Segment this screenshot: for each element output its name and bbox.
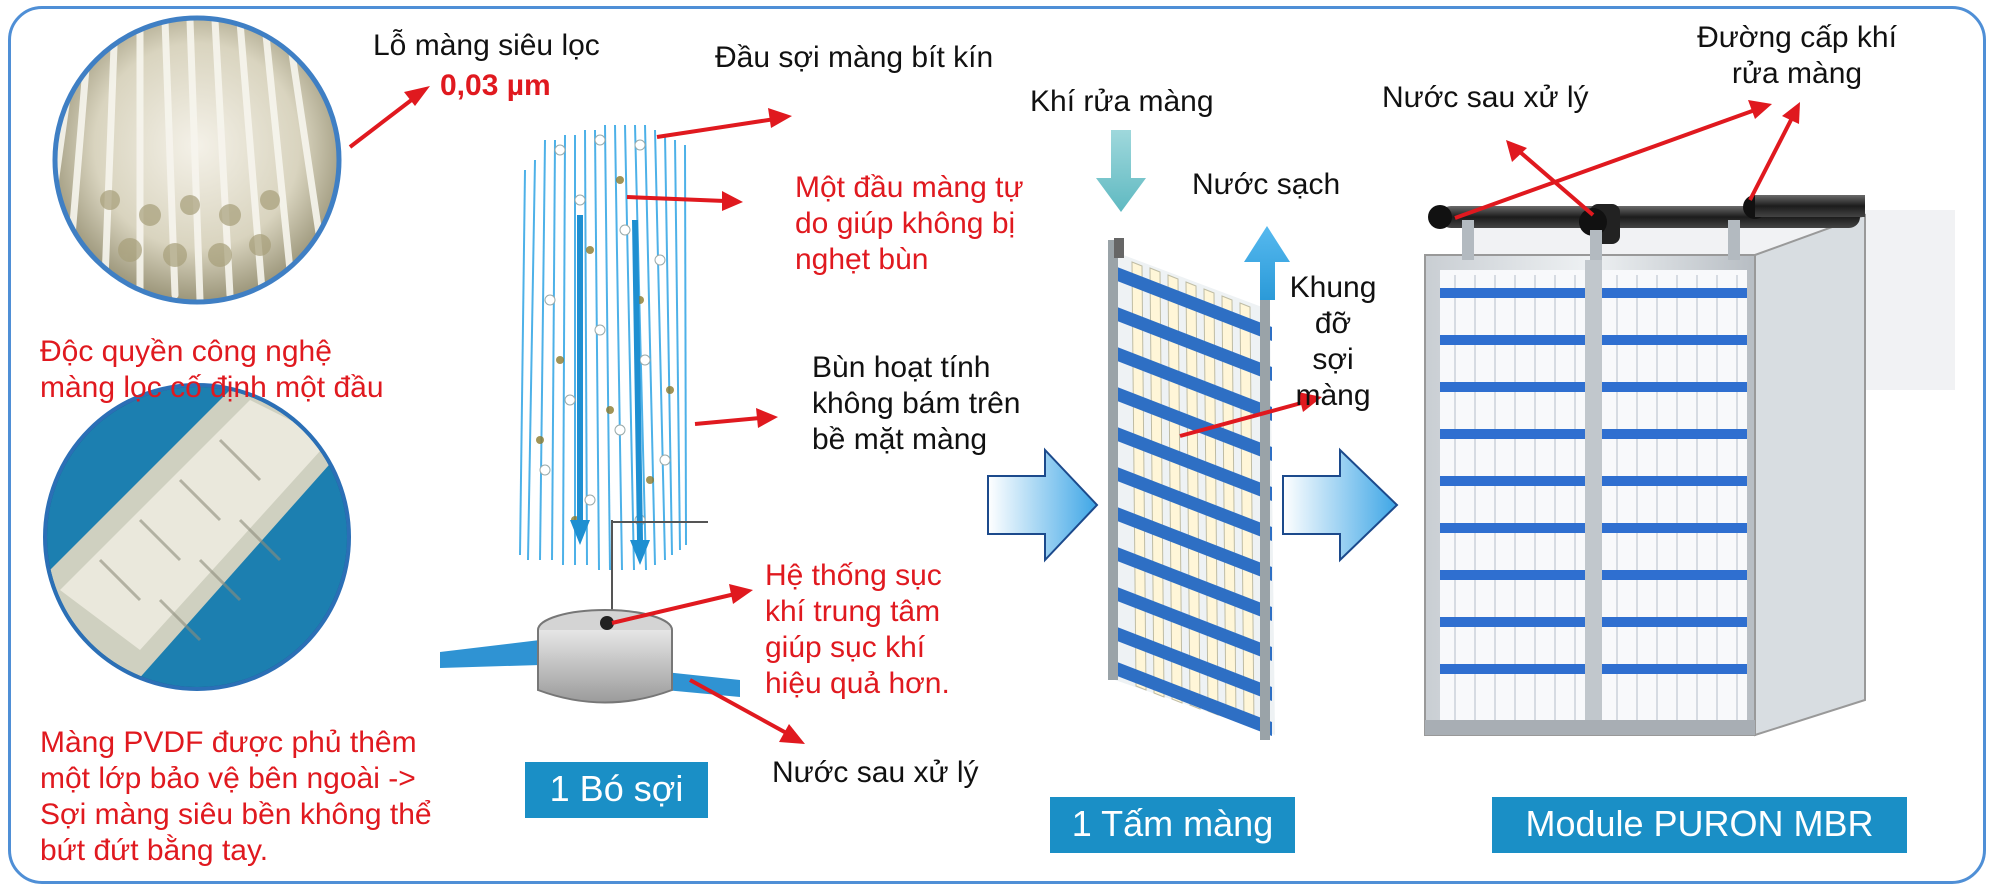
rounded-frame <box>8 6 1986 884</box>
membrane-sheet-illustration <box>1108 238 1275 740</box>
module-caption-box: Module PURON MBR <box>1492 797 1907 853</box>
red-callout-arrows <box>348 86 1800 744</box>
frame-label: Khung đỡ sợi màng <box>1289 271 1377 412</box>
scour-air-arrow <box>1096 130 1146 212</box>
puron-module-illustration <box>1424 195 1955 737</box>
clean-water-label: Nước sạch <box>1192 168 1341 201</box>
flow-arrow-1 <box>987 447 1099 563</box>
bundle-caption-box: 1 Bó sợi <box>525 762 708 818</box>
treated-water-bottom-label: Nước sau xử lý <box>772 756 979 789</box>
treated-water-top-label: Nước sau xử lý <box>1382 81 1589 114</box>
clean-water-arrow <box>1244 226 1290 300</box>
scour-air-label: Khí rửa màng <box>1030 85 1214 118</box>
pore-size-label: 0,03 µm <box>440 69 551 102</box>
sealed-end-label: Đầu sợi màng bít kín <box>715 41 994 74</box>
aeration-label: Hệ thống sục khí trung tâm giúp sục khí … <box>765 559 950 700</box>
fiber-bundle-photo <box>52 15 342 305</box>
air-line-label: Đường cấp khí rửa màng <box>1697 21 1897 90</box>
pvdf-description-label: Màng PVDF được phủ thêm một lớp bảo vệ b… <box>40 726 432 867</box>
exclusive-technology-label: Độc quyền công nghệ màng lọc cố định một… <box>40 335 384 404</box>
flow-arrow-2 <box>1282 447 1399 563</box>
pvdf-fiber-photo <box>43 383 351 691</box>
sludge-label: Bùn hoạt tính không bám trên bề mặt màng <box>812 351 1021 456</box>
free-end-label: Một đầu màng tự do giúp không bị nghẹt b… <box>795 171 1024 276</box>
pore-title-label: Lỗ màng siêu lọc <box>373 29 600 62</box>
sheet-caption-box: 1 Tấm màng <box>1050 797 1295 853</box>
fiber-bundle-illustration <box>440 124 740 704</box>
